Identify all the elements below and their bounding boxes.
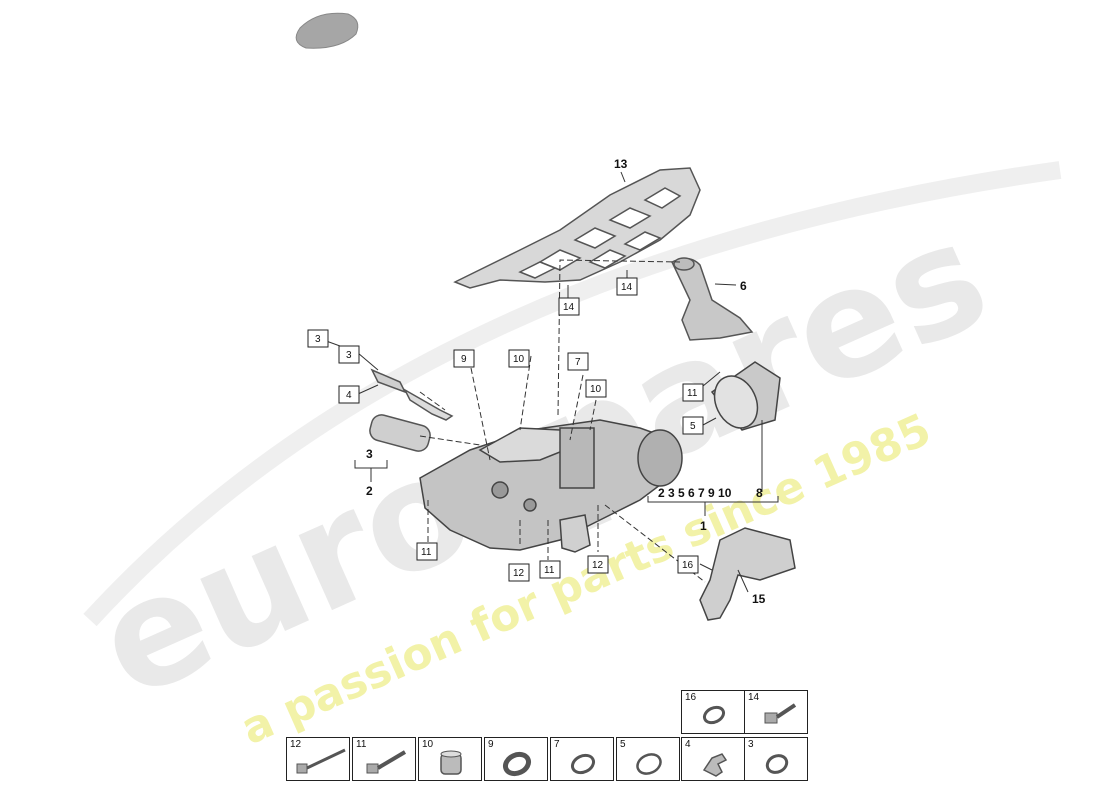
- bracket-part: [699, 527, 796, 621]
- bolt-icon: [366, 750, 407, 774]
- callout-5: 5: [690, 421, 696, 432]
- callout-3-bracket: 3: [366, 447, 373, 461]
- callout-11a: 11: [687, 388, 698, 399]
- parts-legend: 16 14 12 11 10 9 7 5 4 3: [286, 690, 813, 783]
- elbow-part: [670, 257, 754, 341]
- callout-1: 1: [700, 519, 707, 533]
- legend-cell-11: 11: [352, 737, 416, 781]
- cylinder-part: [710, 361, 781, 431]
- legend-cell-4: 4: [681, 737, 745, 781]
- legend-number: 12: [290, 739, 302, 750]
- legend-cell-3: 3: [744, 737, 808, 781]
- callout-6: 6: [740, 279, 747, 293]
- legend-number: 16: [685, 692, 697, 703]
- sleeve-icon: [440, 750, 462, 775]
- legend-number: 7: [554, 739, 560, 750]
- callout-11c: 11: [544, 565, 555, 576]
- legend-number: 9: [488, 739, 494, 750]
- legend-cell-16: 16: [681, 690, 745, 734]
- bolt-icon: [764, 703, 797, 724]
- callout-boxes: [307, 277, 704, 582]
- solid-leaders: [317, 171, 779, 593]
- o-ring-icon: [702, 705, 726, 725]
- callout-3-box2: 3: [346, 350, 352, 361]
- callout-9: 9: [461, 354, 467, 365]
- legend-number: 14: [748, 692, 760, 703]
- legend-number: 11: [356, 739, 367, 750]
- pump-housing: [419, 419, 683, 553]
- legend-number: 10: [422, 739, 434, 750]
- legend-cell-7: 7: [550, 737, 614, 781]
- callout-3-box: 3: [315, 334, 321, 345]
- grey-blob: [295, 12, 359, 49]
- callout-8: 8: [756, 486, 763, 500]
- legend-number: 4: [685, 739, 691, 750]
- callout-12b: 12: [592, 560, 604, 571]
- o-ring-icon: [765, 754, 789, 774]
- sensor-parts: [369, 368, 454, 452]
- legend-number: 5: [620, 739, 626, 750]
- legend-cell-12: 12: [286, 737, 350, 781]
- callout-4: 4: [346, 390, 352, 401]
- callout-10b: 10: [590, 384, 602, 395]
- callout-15: 15: [752, 592, 766, 606]
- o-ring-icon: [636, 753, 662, 775]
- long-bolt-icon: [296, 748, 346, 774]
- legend-cell-10: 10: [418, 737, 482, 781]
- legend-cell-14: 14: [744, 690, 808, 734]
- callout-14b: 14: [621, 282, 633, 293]
- callout-11b: 11: [421, 547, 432, 558]
- callout-assembly-list: 2 3 5 6 7 9 10: [658, 486, 732, 500]
- o-ring-icon: [570, 753, 596, 775]
- heat-shield-frame: [453, 167, 701, 289]
- callout-14a: 14: [563, 302, 575, 313]
- callout-12a: 12: [513, 568, 525, 579]
- seal-ring-icon: [502, 751, 532, 777]
- legend-cell-5: 5: [616, 737, 680, 781]
- clip-icon: [702, 753, 728, 777]
- callout-7: 7: [575, 357, 581, 368]
- legend-number: 3: [748, 739, 754, 750]
- legend-cell-9: 9: [484, 737, 548, 781]
- callout-16: 16: [682, 560, 694, 571]
- callout-10a: 10: [513, 354, 525, 365]
- callout-2: 2: [366, 484, 373, 498]
- callout-13: 13: [614, 157, 628, 171]
- leader-lines: [419, 259, 706, 583]
